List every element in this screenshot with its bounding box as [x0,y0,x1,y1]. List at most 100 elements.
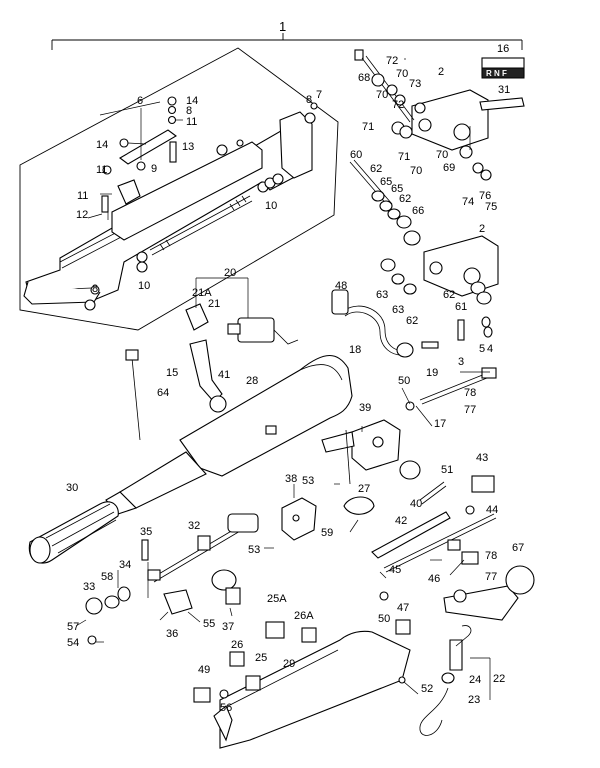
grip-parts-33-34-58 [85,586,131,645]
throttle-arm-67 [443,565,535,621]
linkage-bracket-39 [321,419,401,485]
cap-40 [399,460,421,480]
callout-25: 25 [255,652,267,664]
callout-20: 20 [224,267,236,279]
cap-27 [343,496,375,515]
lanyard-switch-22 [419,625,472,736]
callout-39: 39 [359,402,371,414]
friction-washer-41 [209,395,227,413]
leader-lines [75,58,491,700]
callout-53-upper: 53 [302,475,314,487]
callout-50-lower: 50 [378,613,390,625]
callout-3: 3 [458,356,464,368]
swivel-housing-upper [411,89,489,151]
callout-56: 56 [220,702,232,714]
callout-35: 35 [140,526,152,538]
callout-69: 69 [443,162,455,174]
callout-70-b: 70 [376,89,388,101]
callout-58: 58 [101,571,113,583]
callout-43: 43 [476,452,488,464]
callout-77-lower: 77 [485,571,497,583]
throttle-grip-30 [28,501,119,564]
plate-43 [471,475,495,493]
callout-34: 34 [119,559,131,571]
bolt-52 [398,676,419,695]
callout-30: 30 [66,482,78,494]
callout-36: 36 [166,628,178,640]
callout-72-a: 72 [386,55,398,67]
callout-38: 38 [285,473,297,485]
callout-42: 42 [395,515,407,527]
callout-24: 24 [469,674,481,686]
callout-44: 44 [486,504,498,516]
callout-47: 47 [397,602,409,614]
callout-8-low: 8 [92,283,98,295]
callout-64: 64 [157,387,169,399]
callout-18: 18 [349,344,361,356]
callout-41: 41 [218,369,230,381]
callout-11-mid: 11 [96,164,107,176]
clamp-36 [163,589,193,615]
callout-22: 22 [493,673,505,685]
callout-74: 74 [462,196,474,208]
callout-46: 46 [428,573,440,585]
callout-67: 67 [512,542,524,554]
callout-15: 15 [166,367,178,379]
callout-60: 60 [350,149,362,161]
callout-21a: 21A [192,287,212,299]
callout-51: 51 [441,464,453,476]
callout-62-d: 62 [443,289,455,301]
bolt-68 [354,49,415,123]
callout-55: 55 [203,618,215,630]
thread-marks [159,195,247,251]
callout-50-upper: 50 [398,375,410,387]
callout-9: 9 [151,163,157,175]
callout-4: 4 [487,343,493,355]
callout-16: 16 [497,43,509,55]
callout-49: 49 [198,664,210,676]
connector-25a-26a [265,621,317,643]
callout-7: 7 [316,89,322,101]
shift-rod-42 [371,511,497,573]
callout-21: 21 [208,298,220,310]
callout-1: 1 [279,19,286,34]
callout-78-upper: 78 [464,387,476,399]
callout-14-left: 14 [96,139,108,151]
callout-5: 5 [479,343,485,355]
washers-70-72 [371,73,492,181]
washer-44 [465,505,475,515]
stop-switch-20 [185,303,299,345]
callout-26: 26 [231,639,243,651]
swivel-housing-lower [423,235,499,297]
callout-76: 76 [479,190,491,202]
throttle-lever-15 [189,339,223,403]
callout-77-upper: 77 [464,404,476,416]
callout-71-b: 71 [398,151,410,163]
callout-29: 29 [283,658,295,670]
callout-62-c: 62 [406,315,418,327]
bracket-38 [281,497,317,541]
callout-26a: 26A [294,610,314,622]
callout-28: 28 [246,375,258,387]
callout-48: 48 [335,280,347,292]
callout-45: 45 [389,564,401,576]
callout-73: 73 [409,78,421,90]
callout-10-right: 10 [265,200,277,212]
bolt-51 [419,481,447,505]
callout-72-b: 72 [392,99,404,111]
washer-nut-parts [84,96,318,311]
washers-50 [379,401,415,601]
callout-40: 40 [410,498,422,510]
plate-31 [479,97,525,111]
callout-65-b: 65 [391,183,403,195]
callout-17: 17 [434,418,446,430]
callout-2-upper: 2 [438,66,444,78]
callout-54: 54 [67,637,79,649]
callout-12: 12 [76,209,88,221]
tiller-bracket-29 [213,630,411,749]
callout-27: 27 [358,483,370,495]
callout-14-top: 14 [186,95,198,107]
callout-11-low: 11 [77,190,88,202]
